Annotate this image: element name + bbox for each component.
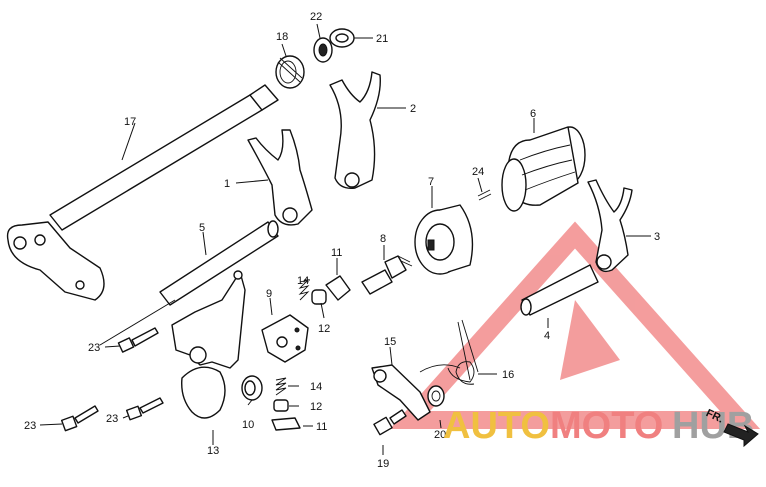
label-part-7: 7 bbox=[428, 176, 434, 188]
label-part-15: 15 bbox=[384, 336, 396, 348]
part-12-pin-a bbox=[311, 289, 327, 305]
part-16-return-spring bbox=[419, 319, 479, 385]
label-part-6: 6 bbox=[530, 108, 536, 120]
label-part-23-c: 23 bbox=[106, 413, 118, 425]
label-part-9: 9 bbox=[266, 288, 272, 300]
label-part-12-upper: 12 bbox=[318, 323, 330, 335]
label-part-20: 20 bbox=[434, 429, 446, 441]
part-10-collar bbox=[241, 375, 263, 401]
label-part-8: 8 bbox=[380, 233, 386, 245]
label-part-12-lower: 12 bbox=[310, 401, 322, 413]
label-part-5: 5 bbox=[199, 222, 205, 234]
leader-lines bbox=[39, 23, 651, 455]
label-part-4: 4 bbox=[544, 330, 550, 342]
watermark-hub: HUB bbox=[672, 405, 754, 447]
part-4-fork-shaft bbox=[520, 264, 599, 316]
part-12-pin-b bbox=[273, 399, 289, 412]
arrow-icon bbox=[723, 423, 759, 448]
label-part-14-lower: 14 bbox=[310, 381, 322, 393]
label-part-16: 16 bbox=[502, 369, 514, 381]
label-part-21: 21 bbox=[376, 33, 388, 45]
part-8-pin-bolt bbox=[361, 255, 413, 295]
part-21-washer bbox=[329, 28, 355, 48]
part-1-shift-fork bbox=[247, 129, 313, 226]
label-part-2: 2 bbox=[410, 103, 416, 115]
watermark-logo bbox=[389, 221, 761, 429]
label-part-1: 1 bbox=[224, 178, 230, 190]
part-20-washer bbox=[427, 385, 445, 407]
part-11-stopper-b bbox=[271, 417, 301, 431]
part-23-bolt-a bbox=[117, 327, 159, 353]
part-2-shift-fork bbox=[329, 71, 381, 189]
watermark-text: AUTO MOTO HUB bbox=[443, 405, 754, 447]
label-part-18: 18 bbox=[276, 31, 288, 43]
label-part-14-upper: 14 bbox=[297, 275, 309, 287]
watermark-auto: AUTO bbox=[443, 405, 550, 447]
part-11-stopper-a bbox=[325, 275, 351, 301]
part-18-spring bbox=[275, 55, 305, 89]
label-part-10: 10 bbox=[242, 419, 254, 431]
label-part-11-lower: 11 bbox=[316, 421, 327, 433]
part-17-shift-shaft bbox=[6, 84, 279, 301]
part-19-bolt bbox=[373, 409, 407, 436]
label-part-17: 17 bbox=[124, 116, 136, 128]
label-part-3: 3 bbox=[654, 231, 660, 243]
part-7-cam-plate bbox=[414, 204, 474, 275]
label-part-23-b: 23 bbox=[24, 420, 36, 432]
part-22-washer bbox=[313, 37, 333, 63]
part-15-stopper-arm bbox=[371, 364, 431, 421]
label-part-24: 24 bbox=[472, 166, 484, 178]
front-direction-indicator: FR. bbox=[704, 407, 759, 448]
label-part-13: 13 bbox=[207, 445, 219, 457]
part-23-bolt-c bbox=[125, 397, 164, 421]
part-labels: 1 2 3 4 5 6 7 8 9 10 11 11 12 12 13 14 1… bbox=[24, 11, 660, 470]
label-part-19: 19 bbox=[377, 458, 389, 470]
part-6-shift-drum bbox=[501, 126, 586, 212]
label-part-11-upper: 11 bbox=[331, 247, 342, 259]
part-23-bolt-b bbox=[60, 405, 99, 432]
label-part-22: 22 bbox=[310, 11, 322, 23]
part-24-dowel-pin bbox=[477, 189, 492, 201]
part-14-spring-b bbox=[275, 377, 287, 396]
part-9-drum-center bbox=[261, 314, 309, 363]
part-13-stopper-plate bbox=[171, 270, 246, 419]
label-part-23-a: 23 bbox=[88, 342, 100, 354]
part-5-fork-shaft bbox=[159, 220, 279, 306]
part-3-shift-fork bbox=[587, 179, 633, 273]
watermark-moto: MOTO bbox=[550, 405, 663, 447]
